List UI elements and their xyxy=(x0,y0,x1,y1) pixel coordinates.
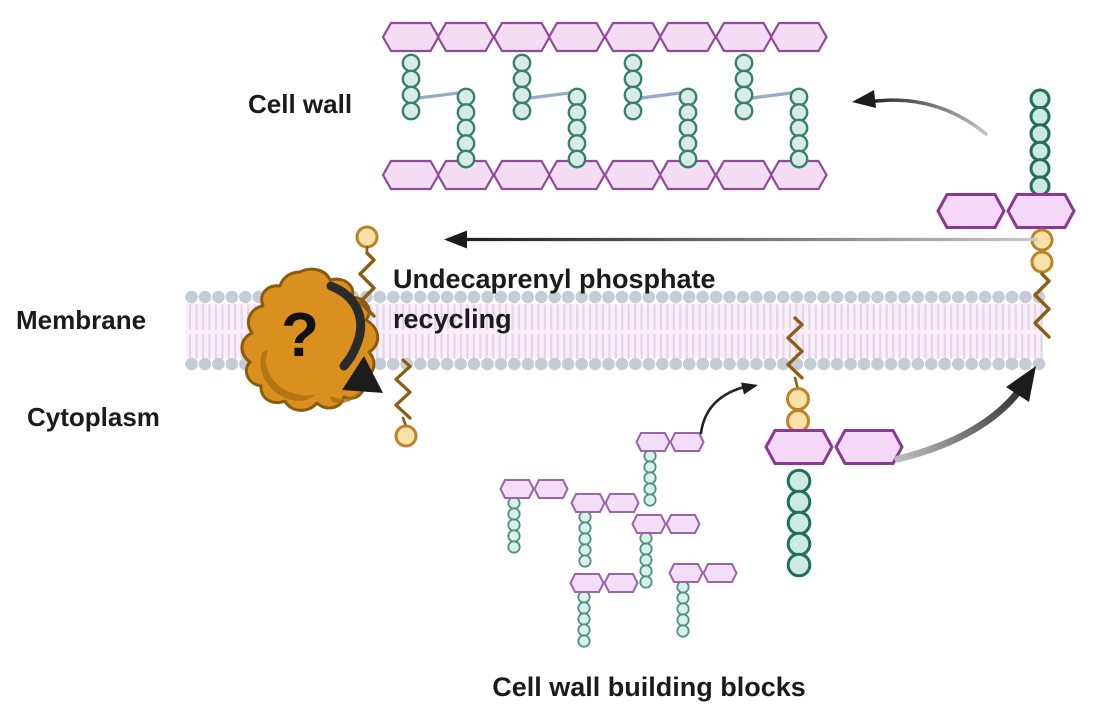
enzyme-shading xyxy=(330,386,364,404)
flip-arrow-head xyxy=(342,356,383,393)
sugar-hexagon xyxy=(668,563,704,583)
glycan-hexagon xyxy=(714,21,773,53)
phosphate-bead xyxy=(1030,250,1054,274)
peptide-bead-chain xyxy=(577,590,591,648)
building-block xyxy=(499,479,569,554)
peptide-bead-chain xyxy=(639,531,653,589)
crosslink-line xyxy=(520,90,579,101)
incorporation-arrow-curve xyxy=(866,98,988,136)
crosslink-line xyxy=(409,90,468,101)
glycan-hexagon xyxy=(769,21,828,53)
peptide-bead-chain xyxy=(567,87,587,169)
recycling-label-line1: Undecaprenyl phosphate xyxy=(393,264,716,294)
glycan-hexagon xyxy=(381,21,440,53)
phosphate-bead xyxy=(786,387,810,411)
enzyme-shading xyxy=(260,350,316,401)
sugar-hexagon xyxy=(1006,193,1076,229)
glycan-hexagon xyxy=(658,21,717,53)
crosslink-line xyxy=(742,90,801,101)
cytoplasm-label: Cytoplasm xyxy=(27,402,160,432)
sugar-hexagon xyxy=(631,514,667,534)
flip-arrow-curve xyxy=(326,281,366,371)
membrane-label: Membrane xyxy=(16,305,146,335)
glycan-hexagon xyxy=(714,159,773,191)
building-block xyxy=(569,573,639,648)
glycan-hexagon xyxy=(547,21,606,53)
attachment-arrow-curve xyxy=(699,384,750,435)
peptide-bead-chain xyxy=(789,87,809,169)
peptide-bead-chain xyxy=(401,53,421,121)
cell-wall-building-blocks xyxy=(499,432,738,648)
flip-across-membrane-arrow xyxy=(894,366,1036,463)
peptide-crosslinks xyxy=(401,53,809,169)
glycan-strand-bottom xyxy=(381,159,828,191)
pentapeptide-chain xyxy=(786,468,812,578)
building-blocks-label: Cell wall building blocks xyxy=(492,672,806,702)
building-block xyxy=(570,493,640,568)
peptide-bead-chain xyxy=(456,87,476,169)
peptide-bead-chain xyxy=(623,53,643,121)
peptide-bead-chain xyxy=(643,449,657,507)
glycan-strand-top xyxy=(381,21,828,53)
peptide-bead-chain xyxy=(507,496,521,554)
lipid-II-periplasmic xyxy=(936,88,1076,339)
attachment-arrow xyxy=(699,382,758,435)
incorporation-arrow-head xyxy=(852,90,876,108)
sugar-hexagon xyxy=(569,573,605,593)
sugar-hexagon xyxy=(635,432,671,452)
peptide-bead-chain xyxy=(734,53,754,121)
building-block xyxy=(668,563,738,638)
question-mark: ? xyxy=(281,301,319,370)
glycan-hexagon xyxy=(492,21,551,53)
peptide-bead-chain xyxy=(676,580,690,638)
undecaprenyl-phosphate-inner xyxy=(394,358,418,448)
flippase-enzyme: ? xyxy=(240,267,383,412)
crosslink-line xyxy=(631,90,690,101)
sugar-hexagon xyxy=(702,563,738,583)
glycan-hexagon xyxy=(603,159,662,191)
phosphate-bead xyxy=(355,225,379,249)
peptide-bead-chain xyxy=(578,510,592,568)
lipid-II-cytoplasmic xyxy=(764,316,904,578)
sugar-hexagon xyxy=(834,429,904,465)
undecaprenyl-phosphate-outer xyxy=(355,225,379,318)
attachment-arrow-head xyxy=(741,382,758,395)
recycling-label-line2: recycling xyxy=(393,304,512,334)
sugar-hexagon xyxy=(533,479,569,499)
flip-across-arrow-head xyxy=(1006,366,1036,402)
incorporation-arrow xyxy=(852,90,988,136)
glycan-hexagon xyxy=(436,21,495,53)
cell-wall-peptidoglycan xyxy=(381,21,828,191)
sugar-hexagon xyxy=(665,514,701,534)
sugar-hexagon xyxy=(603,573,639,593)
glycan-hexagon xyxy=(492,159,551,191)
sugar-hexagon xyxy=(604,493,640,513)
peptide-bead-chain xyxy=(512,53,532,121)
sugar-hexagon xyxy=(764,429,834,465)
glycan-hexagon xyxy=(603,21,662,53)
phosphate-bead xyxy=(786,409,810,433)
flip-across-arrow-curve xyxy=(894,380,1028,463)
sugar-hexagon xyxy=(570,493,606,513)
recycling-arrow-head xyxy=(444,230,467,249)
glycan-hexagon xyxy=(381,159,440,191)
recycling-arrow xyxy=(444,230,1038,249)
sugar-hexagon xyxy=(936,193,1006,229)
sugar-hexagon xyxy=(499,479,535,499)
sugar-hexagon xyxy=(669,432,705,452)
phosphate-bead xyxy=(394,424,418,448)
peptide-bead-chain xyxy=(678,87,698,169)
cell-wall-label: Cell wall xyxy=(248,89,352,119)
pentapeptide-chain xyxy=(1029,88,1051,197)
building-block xyxy=(635,432,705,507)
